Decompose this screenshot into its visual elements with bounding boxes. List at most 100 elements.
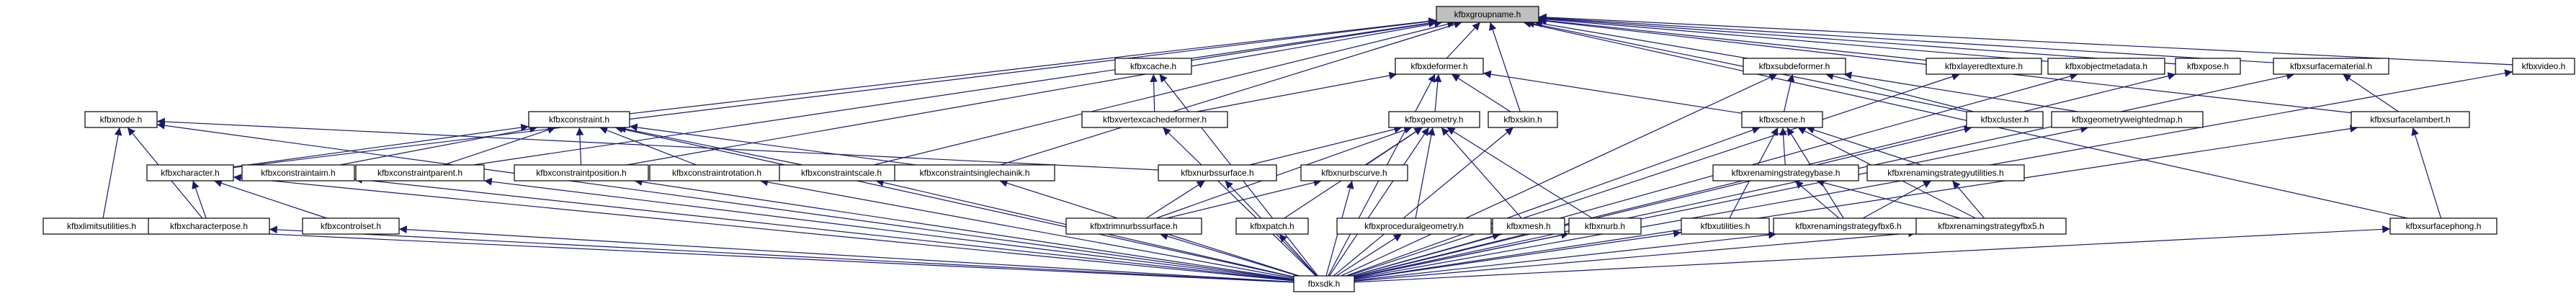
node-fbxconstraint[interactable]: kfbxconstraint.h	[528, 111, 630, 128]
node-fbxgeometry[interactable]: kfbxgeometry.h	[1388, 111, 1480, 128]
node-fbxconstraintposition[interactable]: kfbxconstraintposition.h	[514, 164, 649, 181]
node-fbxgeometryweightedmap[interactable]: kfbxgeometryweightedmap.h	[2051, 111, 2204, 128]
node-label: kfbxconstraintrotation.h	[672, 168, 761, 178]
node-fbxlimitsutilities[interactable]: kfbxlimitsutilities.h	[43, 217, 161, 235]
dependency-edge	[1806, 126, 1922, 166]
node-fbxsdk[interactable]: fbxsdk.h	[1293, 275, 1355, 292]
edge-fbxsdk-to-fbxrenamingstrategyfbx5	[1354, 229, 1917, 282]
node-label: kfbxcache.h	[1130, 61, 1176, 71]
node-fbxcontrolset[interactable]: kfbxcontrolset.h	[302, 217, 400, 235]
node-fbxnurbssurface[interactable]: kfbxnurbssurface.h	[1158, 164, 1277, 181]
node-fbxconstraintscale[interactable]: kfbxconstraintscale.h	[779, 164, 904, 181]
node-fbxskin[interactable]: kfbxskin.h	[1488, 111, 1558, 128]
node-label: kfbxsurfacelambert.h	[2370, 115, 2450, 125]
edge-fbxskin-to-fbxgroupname	[1489, 22, 1521, 112]
node-fbxgroupname[interactable]: kfbxgroupname.h	[1436, 6, 1539, 23]
node-fbxconstraintrotation[interactable]: kfbxconstraintrotation.h	[649, 164, 784, 181]
dependency-edge	[483, 177, 1294, 281]
node-fbxrenamingstrategyfbx5[interactable]: kfbxrenamingstrategyfbx5.h	[1915, 217, 2067, 235]
node-fbxutilities[interactable]: kfbxutilities.h	[1681, 217, 1770, 235]
node-label: kfbxskin.h	[1503, 115, 1542, 125]
node-label: kfbxscene.h	[1759, 115, 1805, 125]
dependency-edge	[629, 17, 1437, 115]
node-label: kfbxsurfacephong.h	[2406, 221, 2482, 231]
dependency-edge	[1441, 127, 1522, 219]
dependency-edge	[1415, 127, 1436, 219]
node-box	[1065, 217, 1202, 235]
node-box	[1568, 217, 1642, 235]
node-fbxconstraintparent[interactable]: kfbxconstraintparent.h	[355, 164, 485, 181]
node-fbxscene[interactable]: kfbxscene.h	[1741, 111, 1823, 128]
node-fbxproceduralgeometry[interactable]: kfbxproceduralgeometry.h	[1336, 217, 1492, 235]
node-fbxcache[interactable]: kfbxcache.h	[1114, 58, 1192, 75]
node-fbxrenamingstrategybase[interactable]: kfbxrenamingstrategybase.h	[1712, 164, 1859, 181]
node-fbxcluster[interactable]: kfbxcluster.h	[1966, 111, 2044, 128]
dependency-edge	[1951, 180, 1985, 219]
node-fbxpose[interactable]: kfbxpose.h	[2175, 58, 2241, 75]
node-fbxnurb[interactable]: kfbxnurb.h	[1568, 217, 1642, 235]
edge-fbxconstraintparent-to-fbxconstraint	[443, 126, 556, 166]
dependency-edge	[1843, 71, 2078, 112]
node-box	[1300, 164, 1408, 181]
dependency-edge	[873, 20, 1456, 166]
dependency-edge	[1451, 73, 1511, 112]
edge-fbxsdk-to-fbxconstraintposition	[634, 178, 1294, 280]
node-fbxconstraintsinglechainik[interactable]: kfbxconstraintsinglechainik.h	[894, 164, 1055, 181]
edge-fbxsdk-to-fbxmesh	[1351, 232, 1501, 277]
node-fbxtrimnurbssurface[interactable]: kfbxtrimnurbssurface.h	[1065, 217, 1202, 235]
dependency-edge	[1341, 73, 1778, 277]
node-fbxsurfacephong[interactable]: kfbxsurfacephong.h	[2389, 217, 2497, 235]
node-fbxnurbscurve[interactable]: kfbxnurbscurve.h	[1300, 164, 1408, 181]
dependency-edge	[233, 174, 1294, 282]
node-label: kfbxcontrolset.h	[321, 221, 381, 231]
edge-fbxconstraintscale-to-fbxconstraint	[617, 125, 803, 166]
node-fbxvideo[interactable]: kfbxvideo.h	[2512, 58, 2575, 75]
edge-fbxcharacterpose-to-fbxcharacter	[192, 180, 207, 219]
node-fbxrenamingstrategyfbx6[interactable]: kfbxrenamingstrategyfbx6.h	[1773, 217, 1924, 235]
node-fbxpatch[interactable]: kfbxpatch.h	[1235, 217, 1309, 235]
edge-fbxpose-to-fbxgroupname	[1538, 14, 2176, 65]
dependency-edge	[1249, 125, 1403, 166]
node-box	[148, 217, 270, 235]
node-fbxnode[interactable]: kfbxnode.h	[84, 111, 158, 128]
node-label: kfbxvideo.h	[2522, 61, 2566, 71]
dependency-edge	[1783, 73, 1795, 112]
dependency-edge	[2343, 73, 2399, 112]
node-label: kfbxconstraint.h	[549, 115, 609, 125]
edge-fbxconstraintscale-to-fbxgroupname	[873, 20, 1456, 166]
edge-fbxtrimnurbssurface-to-fbxnurbscurve	[1166, 179, 1322, 219]
dependency-edges	[102, 13, 2513, 283]
dependency-edge	[1816, 179, 1961, 219]
node-fbxvertexcachedeformer[interactable]: kfbxvertexcachedeformer.h	[1081, 111, 1228, 128]
edge-fbxtrimnurbssurface-to-fbxnurbssurface	[1145, 180, 1206, 219]
node-fbxlayeredtexture[interactable]: kfbxlayeredtexture.h	[1926, 58, 2042, 75]
node-fbxmesh[interactable]: kfbxmesh.h	[1492, 217, 1565, 235]
node-label: kfbxobjectmetadata.h	[2065, 61, 2147, 71]
node-fbxrenamingstrategyutilities[interactable]: kfbxrenamingstrategyutilities.h	[1866, 164, 2025, 181]
edge-fbxsdk-to-fbxvertexcachedeformer	[1162, 127, 1317, 277]
node-fbxobjectmetadata[interactable]: kfbxobjectmetadata.h	[2047, 58, 2165, 75]
dependency-edge	[760, 178, 1294, 279]
node-fbxdeformer[interactable]: kfbxdeformer.h	[1395, 58, 1484, 75]
edge-fbxconstraintsinglechainik-to-fbxconstraint	[629, 123, 916, 166]
node-fbxconstraintaim[interactable]: kfbxconstraintaim.h	[241, 164, 355, 181]
node-label: kfbxpatch.h	[1250, 221, 1294, 231]
dependency-edge	[1523, 20, 2408, 219]
node-box	[1866, 164, 2025, 181]
edge-fbxsdk-to-fbxcharacter	[233, 174, 1294, 282]
node-fbxsubdeformer[interactable]: kfbxsubdeformer.h	[1743, 58, 1846, 75]
node-fbxcharacter[interactable]: kfbxcharacter.h	[146, 164, 234, 181]
dependency-edge	[617, 125, 803, 166]
node-fbxcharacterpose[interactable]: kfbxcharacterpose.h	[148, 217, 270, 235]
node-fbxsurfacematerial[interactable]: kfbxsurfacematerial.h	[2273, 58, 2389, 75]
dependency-edge	[1162, 127, 1317, 277]
node-label: kfbxdeformer.h	[1410, 61, 1467, 71]
node-label: kfbxrenamingstrategyfbx5.h	[1938, 221, 2044, 231]
node-fbxsurfacelambert[interactable]: kfbxsurfacelambert.h	[2351, 111, 2470, 128]
header-file-nodes: kfbxgroupname.h kfbxcache.h kfbxdeformer.h…	[43, 6, 2575, 292]
dependency-edge	[192, 180, 207, 219]
edge-fbxscene-to-fbxdeformer	[1482, 70, 1743, 114]
node-label: kfbxpose.h	[2187, 61, 2229, 71]
edge-fbxsdk-to-fbxnurb	[1354, 231, 1570, 278]
edge-fbxsdk-to-fbxcharacterpose	[269, 225, 1294, 283]
